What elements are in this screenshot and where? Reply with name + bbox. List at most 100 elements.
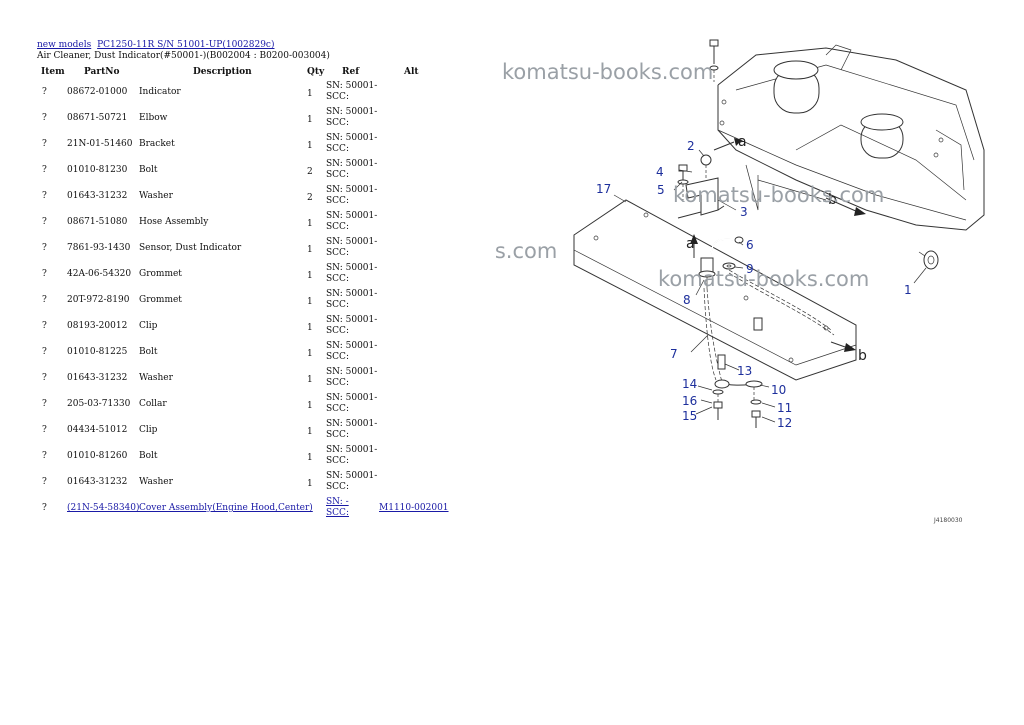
ref-cell: SN: 50001-SCC: (326, 445, 377, 467)
description-cell: Sensor, Dust Indicator (139, 243, 242, 253)
ref-line: SCC: (326, 326, 349, 336)
header-area: new models PC1250-11R S/N 51001-UP(10028… (37, 40, 457, 62)
part-no-cell: 20T-972-8190 (67, 295, 130, 305)
base-plate (573, 199, 857, 381)
callout-2: 2 (687, 139, 695, 153)
part-no-cell: 08671-51080 (67, 217, 128, 227)
collar-clip-icon (712, 379, 730, 402)
bracket-icon (677, 177, 725, 219)
ref-line: SN: 50001- (326, 289, 378, 299)
ref-cell: SN: 50001-SCC: (326, 263, 377, 285)
description-cell: Washer (139, 477, 173, 487)
callout-8: 8 (683, 293, 691, 307)
part-no-cell: 04434-51012 (67, 425, 128, 435)
ref-line: SCC: (326, 352, 349, 362)
qty-cell: 1 (307, 375, 313, 385)
ref-line: SN: 50001- (326, 81, 378, 91)
qty-cell: 1 (307, 297, 313, 307)
item-cell: ? (42, 399, 47, 409)
watermark-4: komatsu-books.com (658, 267, 869, 291)
ref-line: SN: 50001- (326, 237, 378, 247)
item-cell: ? (42, 87, 47, 97)
leader-lines (613, 149, 927, 423)
part-no-cell[interactable]: (21N-54-58340) (67, 503, 140, 513)
callout-4: 4 (656, 165, 664, 179)
ref-line: SCC: (326, 118, 349, 128)
ref-line: SN: 50001- (326, 367, 378, 377)
header-alt: Alt (404, 67, 419, 77)
qty-cell: 1 (307, 323, 313, 333)
callout-13: 13 (737, 364, 752, 378)
ref-line: SN: 50001- (326, 159, 378, 169)
qty-cell: 1 (307, 219, 313, 229)
callout-7: 7 (670, 347, 678, 361)
item-cell: ? (42, 295, 47, 305)
model-link[interactable]: PC1250-11R S/N 51001-UP(1002829c) (97, 40, 275, 50)
item-cell: ? (42, 243, 47, 253)
ref-cell[interactable]: SN: -SCC: (326, 497, 349, 519)
description-cell: Grommet (139, 295, 182, 305)
qty-cell: 1 (307, 245, 313, 255)
header-part-no: PartNo (84, 67, 120, 77)
ref-line: SCC: (326, 404, 349, 414)
callout-15: 15 (682, 409, 697, 423)
ref-cell: SN: 50001-SCC: (326, 237, 377, 259)
item-cell: ? (42, 269, 47, 279)
sensor-icon (698, 257, 716, 288)
watermark-3: komatsu-books.com (496, 239, 557, 263)
item-cell: ? (42, 425, 47, 435)
item-cell: ? (42, 191, 47, 201)
part-no-cell: 205-03-71330 (67, 399, 131, 409)
description-cell: Bracket (139, 139, 175, 149)
ref-line: SN: 50001- (326, 471, 378, 481)
description-cell: Elbow (139, 113, 168, 123)
ref-line: SN: 50001- (326, 445, 378, 455)
page-title: Air Cleaner, Dust Indicator(#50001-)(B00… (37, 51, 330, 61)
item-cell: ? (42, 477, 47, 487)
ref-line: SCC: (326, 274, 349, 284)
description-cell: Hose Assembly (139, 217, 209, 227)
bolt-15-icon (713, 401, 723, 420)
description-cell: Clip (139, 321, 158, 331)
alt-cell[interactable]: M1110-002001 (379, 503, 449, 513)
callout-9: 9 (746, 262, 754, 276)
header-qty: Qty (307, 67, 325, 77)
ref-line: SCC: (326, 92, 349, 102)
breadcrumb: new models PC1250-11R S/N 51001-UP(10028… (37, 40, 457, 51)
indicator-icon (918, 250, 939, 270)
arrow-label-b-top: b (828, 192, 837, 208)
ref-cell: SN: 50001-SCC: (326, 341, 377, 363)
callout-5: 5 (657, 183, 665, 197)
ref-line: SN: 50001- (326, 315, 378, 325)
qty-cell: 1 (307, 271, 313, 281)
description-cell: Washer (139, 191, 173, 201)
part-no-cell: 42A-06-54320 (67, 269, 132, 279)
item-cell: ? (42, 217, 47, 227)
ref-line: SN: 50001- (326, 419, 378, 429)
ref-line: SCC: (326, 456, 349, 466)
header-ref: Ref (342, 67, 360, 77)
ref-line: SCC: (326, 508, 349, 518)
part-no-cell: 01643-31232 (67, 373, 128, 383)
ref-cell: SN: 50001-SCC: (326, 419, 377, 441)
part-no-cell: 21N-01-51460 (67, 139, 133, 149)
description-cell[interactable]: Cover Assembly(Engine Hood,Center) (139, 503, 313, 513)
qty-cell: 2 (307, 193, 313, 203)
qty-cell: 1 (307, 479, 313, 489)
header-description: Description (193, 67, 252, 77)
part-no-cell: 08671-50721 (67, 113, 128, 123)
item-cell: ? (42, 347, 47, 357)
qty-cell: 1 (307, 89, 313, 99)
qty-cell: 1 (307, 115, 313, 125)
callout-12: 12 (777, 416, 792, 430)
part-no-cell: 01010-81225 (67, 347, 128, 357)
ref-line: SCC: (326, 430, 349, 440)
ref-line: SN: 50001- (326, 341, 378, 351)
new-models-link[interactable]: new models (37, 40, 92, 50)
item-cell: ? (42, 139, 47, 149)
item-cell: ? (42, 113, 47, 123)
grommet-icon (722, 262, 736, 270)
callout-3: 3 (740, 205, 748, 219)
watermarks: komatsu-books.com komatsu-books.com koma… (496, 60, 884, 291)
ref-line: SN: 50001- (326, 107, 378, 117)
